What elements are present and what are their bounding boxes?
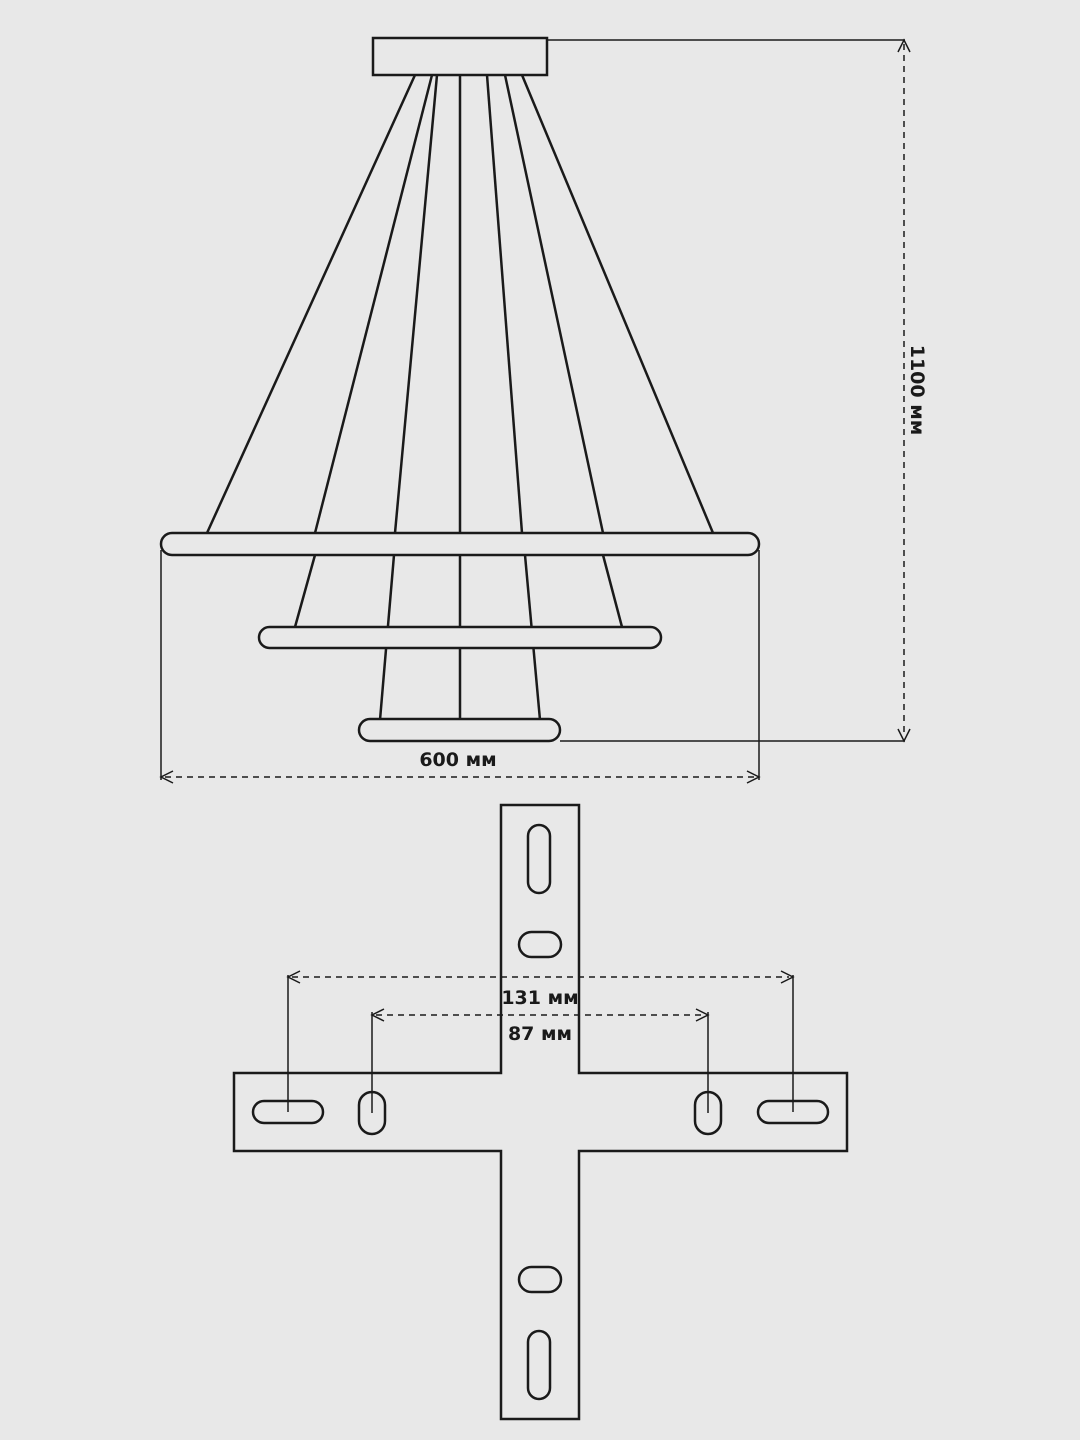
slot-top-vertical [526,823,552,895]
mounting-plate-outline [232,803,849,1421]
slot-top-horizontal [517,930,563,959]
slot-bottom-vertical [526,1329,552,1401]
mounting-plate [232,803,849,1421]
width-label: 600 мм [419,749,496,771]
ceiling-canopy [371,36,549,77]
outer-holes-dimension [286,970,795,1112]
slot-bottom-horizontal [517,1265,563,1294]
height-label: 1100 мм [906,345,928,436]
inner-holes-dimension [370,1008,710,1113]
height-dimension [547,38,911,743]
ring-medium [257,625,663,650]
inner-holes-label: 87 мм [508,1023,572,1045]
ring-small [357,717,562,743]
outer-holes-label: 131 мм [501,987,578,1009]
suspension-wires [205,74,715,721]
chandelier-side-view [159,36,761,743]
ring-large [159,531,761,557]
width-dimension [159,550,761,784]
